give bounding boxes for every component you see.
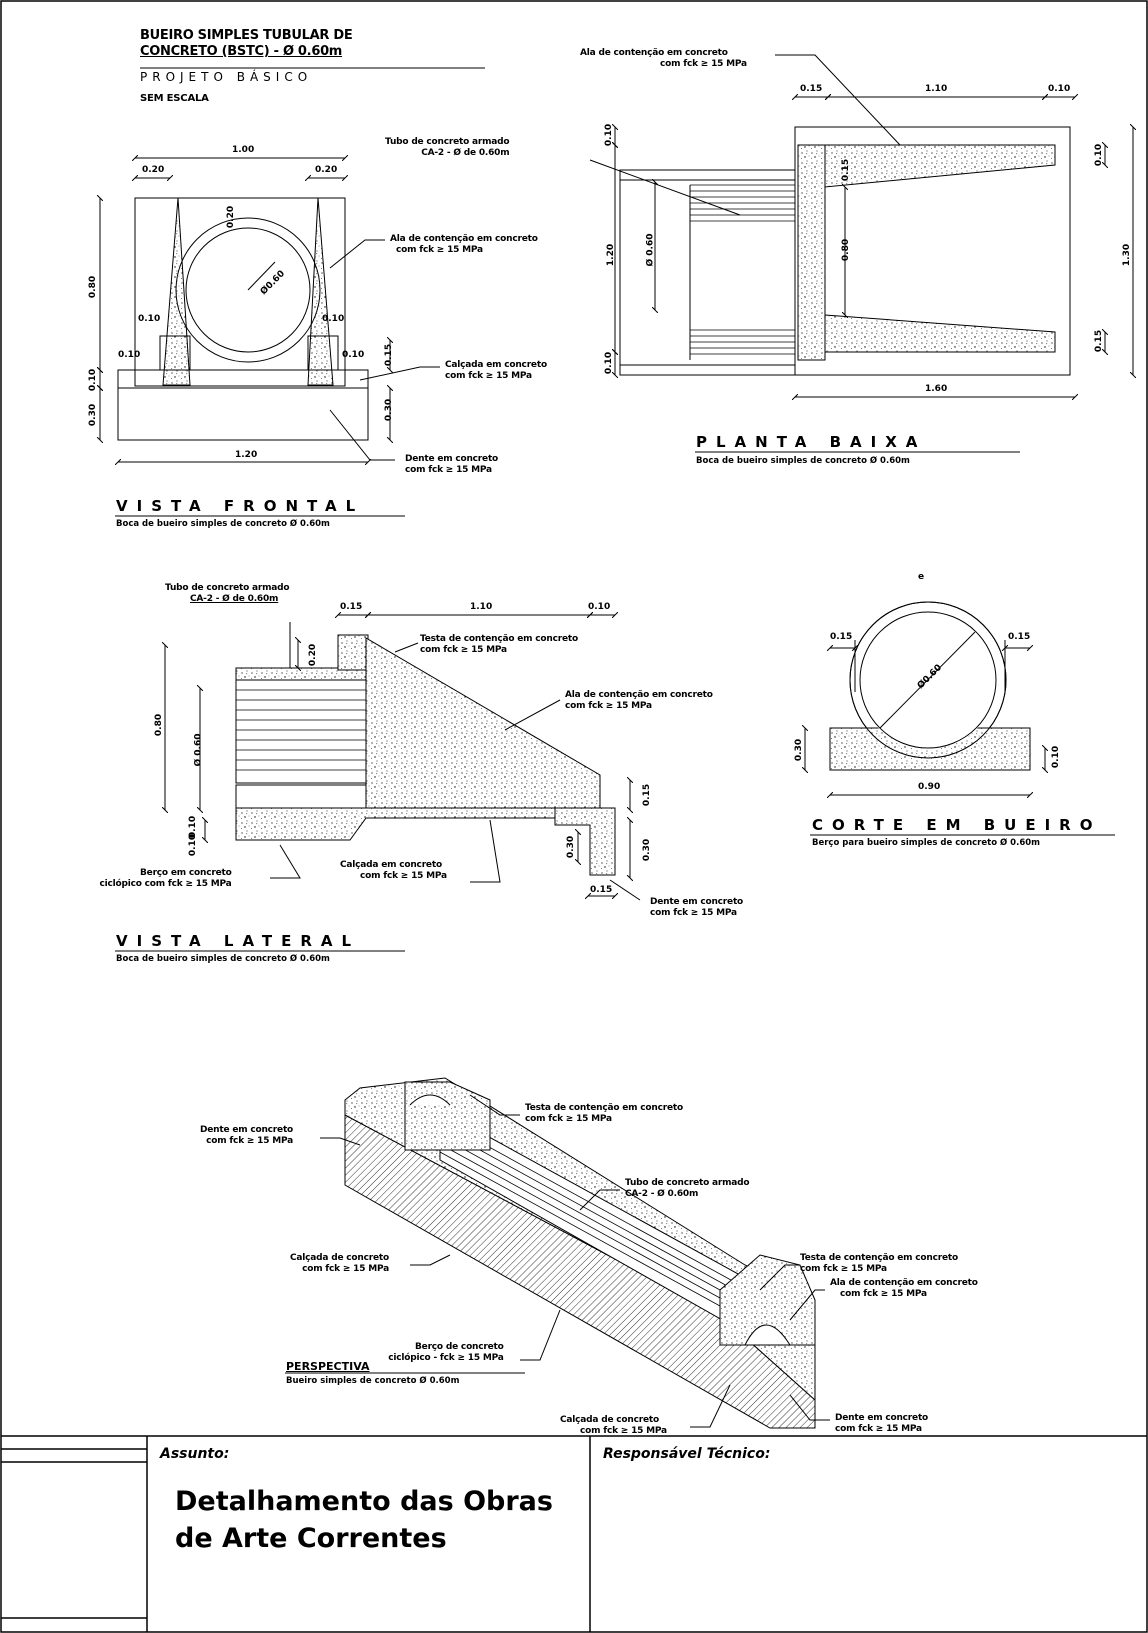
dim-label: 1.20 bbox=[235, 450, 258, 460]
vista-frontal-drawing bbox=[100, 158, 440, 462]
dim-label: 0.10 bbox=[88, 368, 99, 392]
view-subtitle: Boca de bueiro simples de concreto Ø 0.6… bbox=[116, 519, 330, 529]
dim-label: 0.10 bbox=[1048, 84, 1071, 94]
dim-label: 0.10 bbox=[322, 314, 345, 324]
dim-label: 0.20 bbox=[315, 165, 338, 175]
view-title: CORTE EM BUEIRO bbox=[812, 816, 1102, 834]
dim-label: 1.20 bbox=[606, 243, 617, 267]
dim-label: 0.20 bbox=[142, 165, 165, 175]
dim-label: Ø 0.60 bbox=[645, 233, 656, 267]
dim-label: e bbox=[918, 572, 925, 582]
dim-label: 0.10 bbox=[604, 351, 615, 375]
dim-label: 0.10 bbox=[588, 602, 611, 612]
dim-label: 0.15 bbox=[384, 343, 395, 367]
dim-label: 0.80 bbox=[88, 275, 99, 299]
title-line1: BUEIRO SIMPLES TUBULAR DE bbox=[140, 28, 353, 43]
responsavel-label: Responsável Técnico: bbox=[603, 1446, 771, 1462]
view-title: VISTA FRONTAL bbox=[116, 497, 365, 515]
dim-label: 0.20 bbox=[308, 643, 319, 667]
dim-label: 1.30 bbox=[1122, 243, 1133, 267]
view-title: PLANTA BAIXA bbox=[696, 433, 927, 451]
dim-label: 0.10 bbox=[1094, 143, 1105, 167]
dim-label: 0.15 bbox=[841, 158, 852, 182]
assunto-line2: de Arte Correntes bbox=[175, 1523, 447, 1554]
dim-label: 0.10 bbox=[118, 350, 141, 360]
dim-label: 0.20 bbox=[226, 205, 237, 229]
dim-label: 0.30 bbox=[566, 835, 577, 859]
view-title: PERSPECTIVA bbox=[286, 1360, 370, 1373]
scale-note: SEM ESCALA bbox=[140, 93, 209, 104]
dim-label: 0.10 bbox=[1051, 745, 1062, 769]
dim-label: 0.30 bbox=[88, 403, 99, 427]
dim-label: 0.80 bbox=[841, 238, 852, 262]
dim-label: 0.10 bbox=[188, 833, 199, 857]
perspectiva-drawing bbox=[320, 1077, 830, 1429]
view-subtitle: Boca de bueiro simples de concreto Ø 0.6… bbox=[696, 456, 910, 466]
dim-label: 0.15 bbox=[1008, 632, 1031, 642]
dim-label: 0.15 bbox=[800, 84, 823, 94]
dim-label: 0.15 bbox=[590, 885, 613, 895]
dim-label: 1.10 bbox=[470, 602, 493, 612]
dim-label: 0.10 bbox=[342, 350, 365, 360]
dim-label: 0.30 bbox=[794, 738, 805, 762]
dim-label: 1.10 bbox=[925, 84, 948, 94]
dim-label: 0.30 bbox=[384, 398, 395, 422]
dim-label: 0.80 bbox=[154, 713, 165, 737]
subtitle: PROJETO BÁSICO bbox=[140, 70, 313, 84]
view-subtitle: Bueiro simples de concreto Ø 0.60m bbox=[286, 1376, 460, 1386]
assunto-label: Assunto: bbox=[160, 1446, 230, 1462]
dim-label: 0.30 bbox=[642, 838, 653, 862]
dim-label: 0.15 bbox=[642, 783, 653, 807]
vista-lateral-drawing bbox=[165, 615, 641, 901]
corte-bueiro-drawing bbox=[805, 601, 1045, 795]
planta-baixa-drawing bbox=[589, 54, 1133, 397]
title-block-frame bbox=[1, 1435, 1147, 1632]
dim-label: 0.15 bbox=[830, 632, 853, 642]
view-title: VISTA LATERAL bbox=[116, 932, 361, 950]
dim-label: Ø 0.60 bbox=[193, 733, 204, 767]
dim-label: 0.15 bbox=[340, 602, 363, 612]
assunto-line1: Detalhamento das Obras bbox=[175, 1486, 553, 1517]
view-subtitle: Berço para bueiro simples de concreto Ø … bbox=[812, 838, 1041, 848]
title-line2: CONCRETO (BSTC) - Ø 0.60m bbox=[140, 44, 343, 59]
dim-label: 1.00 bbox=[232, 145, 255, 155]
dim-label: 1.60 bbox=[925, 384, 948, 394]
view-subtitle: Boca de bueiro simples de concreto Ø 0.6… bbox=[116, 954, 330, 964]
dim-label: 0.90 bbox=[918, 782, 941, 792]
dim-label: 0.10 bbox=[138, 314, 161, 324]
dim-label: 0.10 bbox=[604, 123, 615, 147]
dim-label: 0.15 bbox=[1094, 329, 1105, 353]
